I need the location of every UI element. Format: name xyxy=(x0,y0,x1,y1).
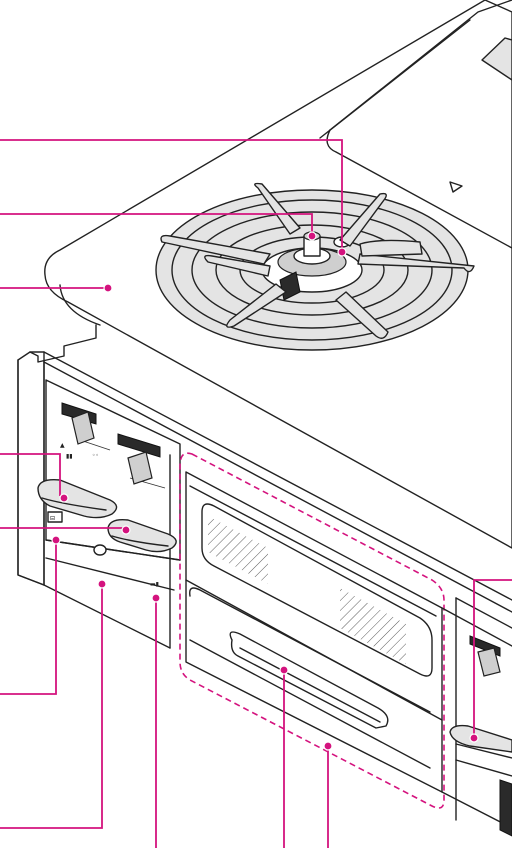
display-left: ⊟ xyxy=(47,511,63,523)
leader-flame-sensor xyxy=(0,139,343,250)
leader-igniter xyxy=(0,213,313,234)
knob-left[interactable] xyxy=(37,411,118,519)
right-controls xyxy=(441,597,512,837)
svg-text:▬▮: ▬▮ xyxy=(150,581,159,588)
leader-lines xyxy=(0,139,512,848)
knob-far-right[interactable] xyxy=(477,647,501,677)
grill-door-boundary xyxy=(179,452,445,809)
svg-text:▮▮: ▮▮ xyxy=(66,453,73,460)
leader-indicator-lamp xyxy=(0,542,57,695)
trivet xyxy=(160,182,475,339)
button-right[interactable] xyxy=(449,724,512,753)
rear-vent xyxy=(481,37,512,81)
svg-text:▲: ▲ xyxy=(60,442,65,449)
leader-left-knob xyxy=(0,453,61,496)
grill-handle[interactable] xyxy=(229,631,389,729)
svg-text:⊟: ⊟ xyxy=(50,515,55,522)
plate-marker xyxy=(449,181,463,193)
knob-slot-right xyxy=(117,433,161,458)
display-right xyxy=(499,779,512,837)
grill-door[interactable] xyxy=(179,452,445,809)
svg-text:◦◦: ◦◦ xyxy=(92,452,99,459)
button-center[interactable] xyxy=(93,544,107,556)
leader-battery-case xyxy=(0,586,103,829)
leader-right-button xyxy=(473,579,512,736)
